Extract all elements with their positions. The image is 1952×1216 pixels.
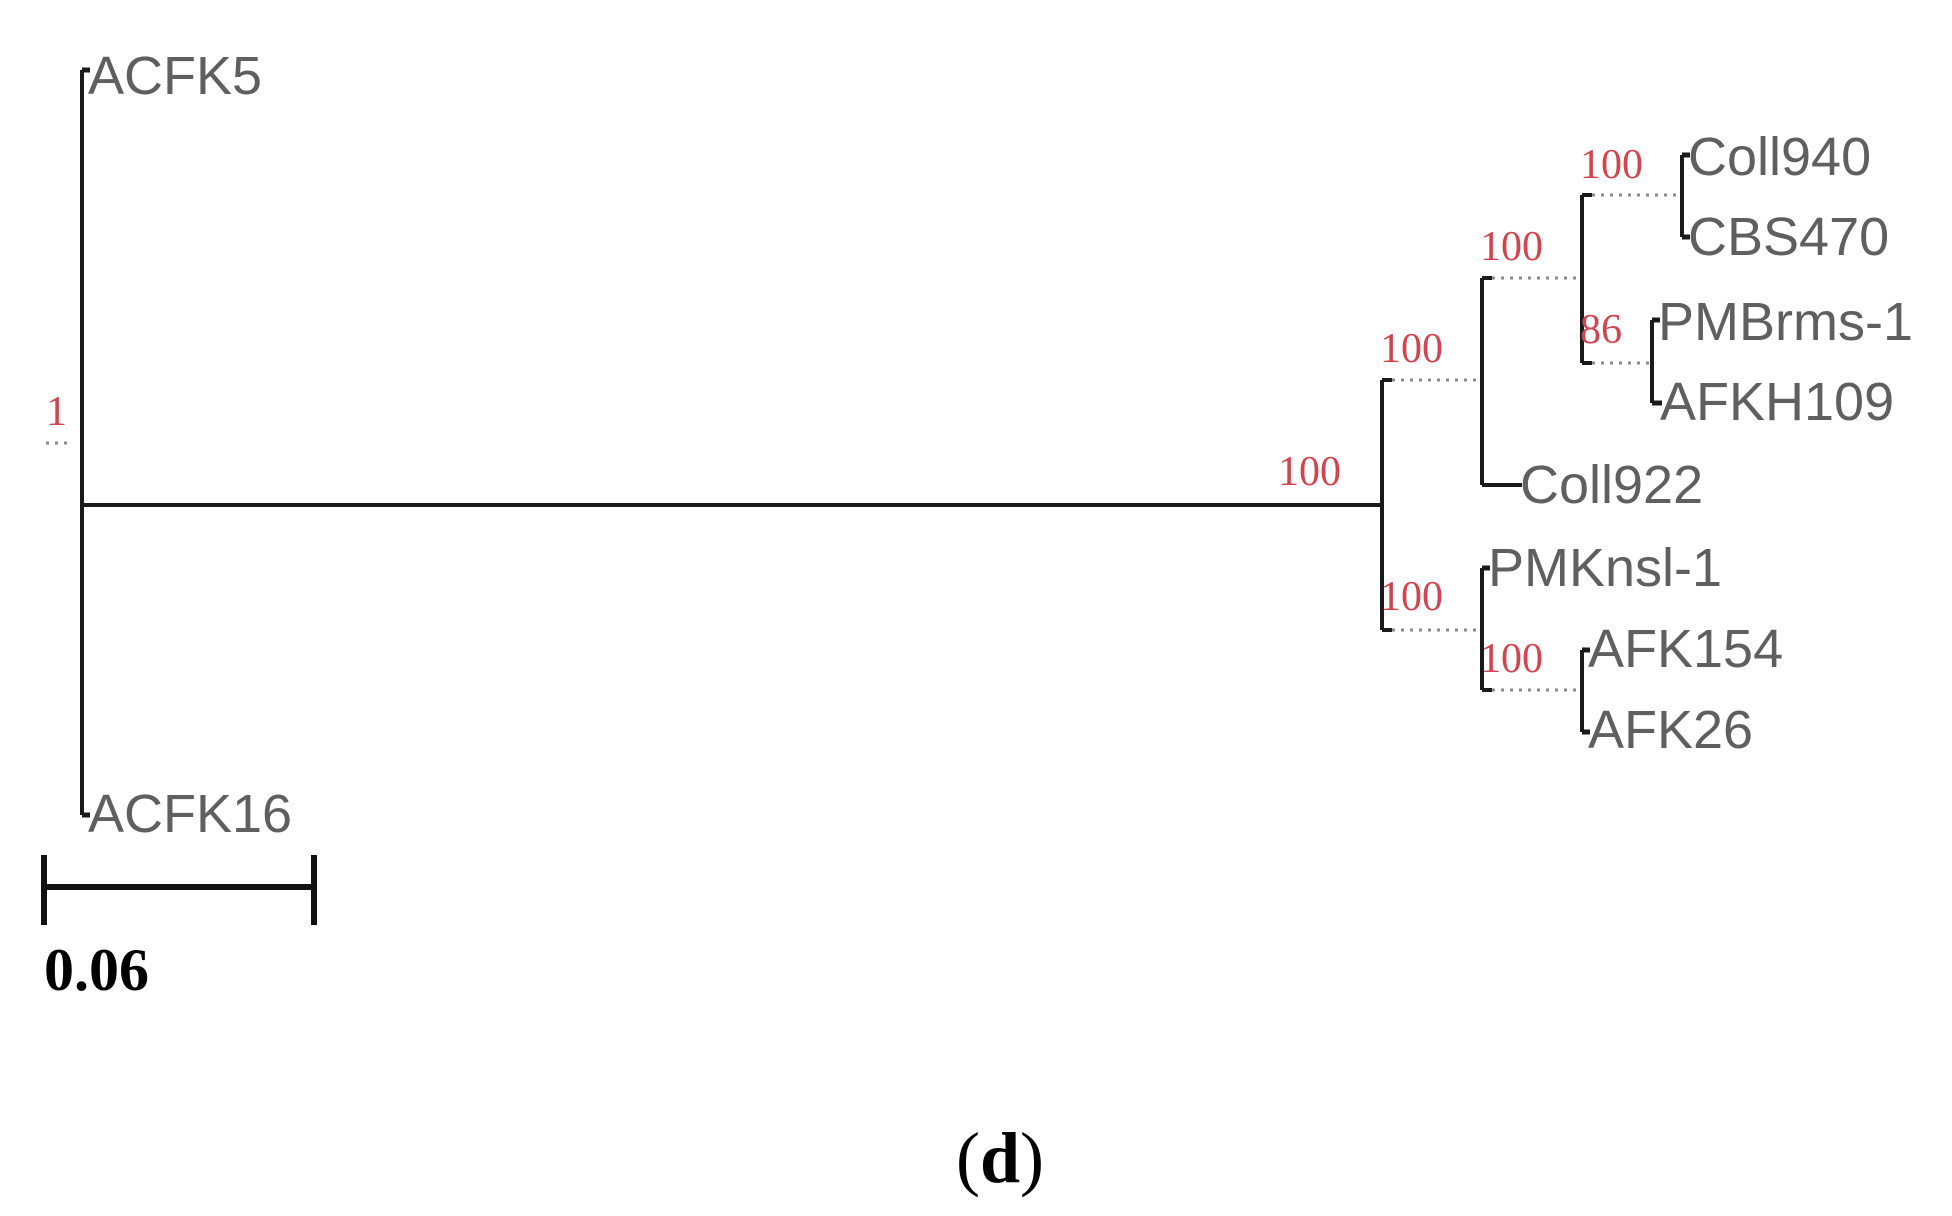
support-coll-pm-clade: 100 — [1480, 224, 1543, 270]
main-clade — [1380, 378, 1392, 632]
scale-bar-label: 0.06 — [44, 937, 149, 1003]
scale-bar: 0.06 — [41, 855, 317, 1003]
support-main-clade: 100 — [1278, 449, 1341, 495]
taxon-label-afk154: AFK154 — [1588, 619, 1783, 679]
taxon-label-cbs470: CBS470 — [1688, 207, 1889, 267]
panel-label-close: ) — [1020, 1118, 1044, 1198]
panel-label: (d) — [956, 1118, 1044, 1198]
taxon-label-acfk5: ACFK5 — [88, 46, 262, 106]
taxon-label-afk26: AFK26 — [1588, 700, 1753, 760]
support-afk154-afk26: 100 — [1480, 636, 1543, 682]
taxon-label-pmknsl1: PMKnsl-1 — [1488, 538, 1722, 598]
support-coll940-cbs470: 100 — [1580, 142, 1643, 188]
taxon-label-coll922: Coll922 — [1520, 455, 1703, 515]
panel-label-letter: d — [980, 1118, 1020, 1198]
support-root: 1 — [46, 389, 67, 435]
support-pmbrms-afkh: 86 — [1580, 307, 1622, 353]
taxon-label-afkh109: AFKH109 — [1660, 372, 1894, 432]
taxon-labels: ACFK5 ACFK16 Coll940 CBS470 PMBrms-1 AFK… — [88, 46, 1913, 844]
root-branches — [46, 67, 1382, 818]
taxon-label-coll940: Coll940 — [1688, 127, 1871, 187]
support-lower-clade: 100 — [1380, 574, 1443, 620]
lower-clade — [1392, 565, 1590, 735]
taxon-label-pmbrms1: PMBrms-1 — [1658, 292, 1913, 352]
upper-clade — [1392, 152, 1690, 487]
panel-label-open: ( — [956, 1118, 980, 1198]
support-upper-clade: 100 — [1380, 326, 1443, 372]
support-values: 1 100 100 100 100 86 100 100 — [46, 142, 1643, 682]
taxon-label-acfk16: ACFK16 — [88, 784, 292, 844]
